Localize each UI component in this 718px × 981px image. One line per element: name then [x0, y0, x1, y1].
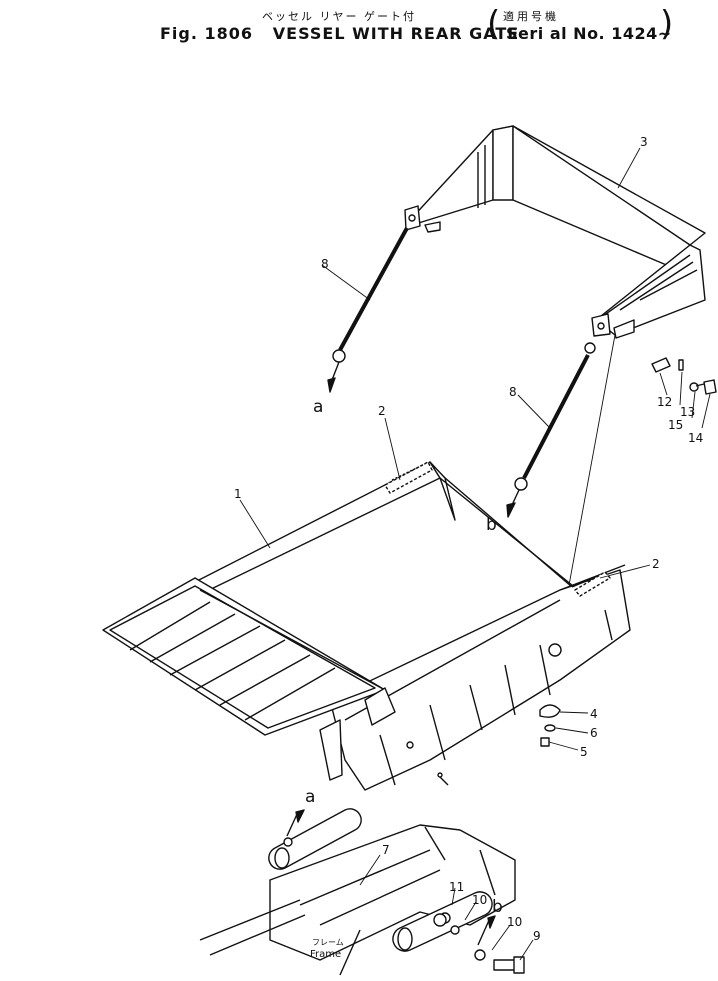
bolt-5 — [540, 737, 550, 747]
figure-title: Fig. 1806 VESSEL WITH REAR GATE — [160, 24, 519, 43]
ref-a-top: a — [313, 397, 323, 417]
nut-11 — [450, 925, 460, 935]
callout-13: 13 — [680, 405, 695, 419]
ref-b-bottom: b — [492, 897, 503, 917]
pin-7 — [268, 808, 362, 870]
callout-7: 7 — [382, 843, 390, 857]
callout-10-lower: 10 — [507, 915, 522, 929]
callout-1: 1 — [234, 487, 242, 501]
hinge-pin-12 — [651, 357, 671, 373]
frame-label-jp: フレーム — [312, 938, 344, 947]
callout-8-right: 8 — [509, 385, 517, 399]
callout-8-left: 8 — [321, 257, 329, 271]
figure-number: Fig. 1806 — [160, 24, 254, 43]
washer-15 — [689, 382, 699, 392]
callout-12: 12 — [657, 395, 672, 409]
support-rod-left — [327, 227, 409, 393]
callout-11: 11 — [449, 880, 464, 894]
ref-b-mid: b — [486, 515, 497, 535]
bolt-14 — [695, 379, 717, 395]
serial-number: Seri al No. 1424~ — [506, 24, 672, 43]
callout-6: 6 — [590, 726, 598, 740]
washer-6 — [544, 724, 556, 732]
liner-plate-upper — [384, 461, 433, 494]
rear-gate — [404, 125, 706, 339]
callout-14: 14 — [688, 431, 703, 445]
right-paren: ) — [660, 4, 674, 44]
callout-4: 4 — [590, 707, 598, 721]
callout-5: 5 — [580, 745, 588, 759]
figure-caption: VESSEL WITH REAR GATE — [272, 24, 520, 43]
japanese-applicable-label: 適用号機 — [503, 10, 559, 23]
vessel-body — [102, 461, 631, 791]
cotter-pin-13 — [678, 359, 684, 371]
support-rod-right — [506, 342, 596, 518]
callout-2-right: 2 — [652, 557, 660, 571]
callout-10-upper: 10 — [472, 893, 487, 907]
callout-2-upper: 2 — [378, 404, 386, 418]
ref-a-bottom: a — [305, 787, 315, 807]
callout-3: 3 — [640, 135, 648, 149]
plate-4 — [539, 704, 561, 718]
left-paren: ( — [487, 4, 501, 44]
washer-10a — [474, 949, 486, 961]
frame-label-en: Frame — [310, 949, 341, 960]
bolt-9 — [493, 956, 525, 974]
callout-15: 15 — [668, 418, 683, 432]
callout-9: 9 — [533, 929, 541, 943]
japanese-title: ベッセル リヤー ゲート付 — [262, 10, 416, 23]
frame-mount — [199, 824, 516, 976]
